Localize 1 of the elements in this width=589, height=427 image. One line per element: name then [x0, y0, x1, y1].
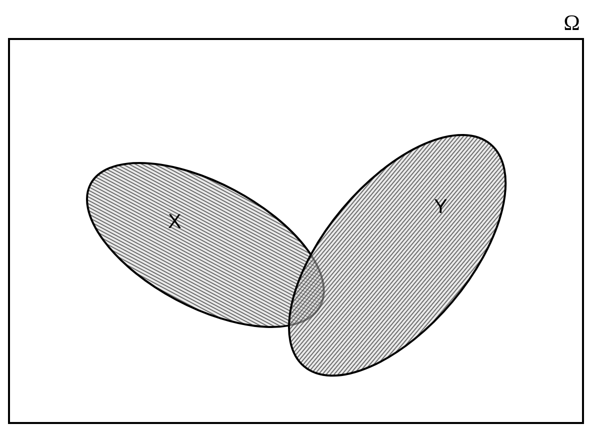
universe-label: Ω [564, 12, 580, 34]
